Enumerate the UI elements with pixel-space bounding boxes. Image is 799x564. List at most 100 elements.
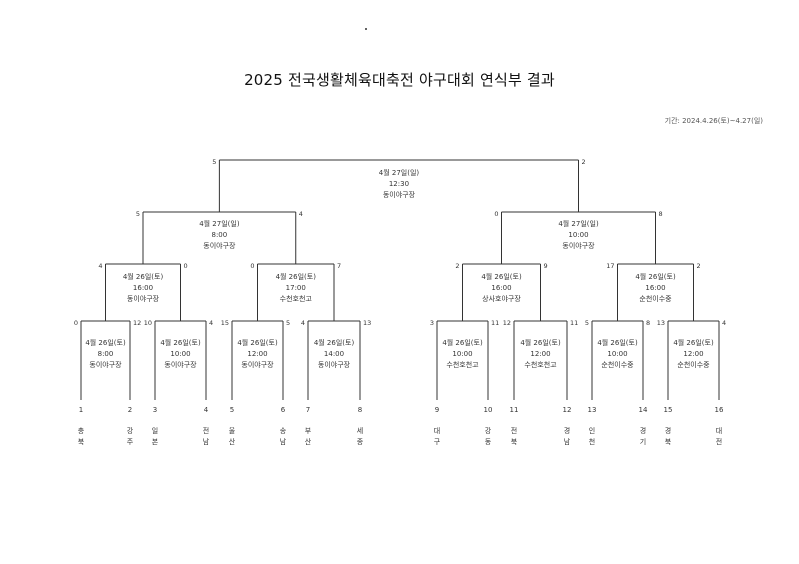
team-seed-8: 8 [358, 406, 362, 414]
match-date-q4: 4월 26일(토) [635, 272, 676, 281]
score-left-m8: 13 [657, 319, 665, 327]
match-date-m5: 4월 26일(토) [442, 338, 483, 347]
match-venue-m7: 순천이수중 [601, 360, 634, 369]
match-venue-m2: 동이야구장 [164, 360, 197, 369]
team-name-bottom-12: 남 [564, 437, 571, 446]
team-name-bottom-15: 북 [665, 438, 672, 446]
team-name-bottom-8: 종 [357, 438, 364, 446]
match-venue-s2: 동이야구장 [562, 241, 595, 250]
score-right-q1: 0 [184, 262, 188, 270]
score-left-m5: 3 [430, 319, 434, 327]
match-date-f: 4월 27일(일) [379, 168, 420, 177]
team-seed-14: 14 [639, 406, 648, 414]
score-right-m6: 11 [570, 319, 578, 327]
team-name-bottom-3: 본 [152, 438, 159, 446]
team-seed-10: 10 [484, 406, 493, 414]
match-date-m6: 4월 26일(토) [520, 338, 561, 347]
team-name-bottom-1: 북 [78, 438, 85, 446]
score-right-m8: 4 [722, 319, 726, 327]
score-left-s2: 0 [494, 210, 498, 218]
match-date-m7: 4월 26일(토) [597, 338, 638, 347]
score-right-m1: 12 [133, 319, 141, 327]
team-name-top-14: 경 [640, 426, 646, 435]
team-seed-6: 6 [281, 406, 286, 414]
score-right-m2: 4 [209, 319, 213, 327]
match-venue-m3: 동이야구장 [241, 360, 274, 369]
team-name-top-16: 대 [716, 427, 722, 435]
team-name-top-10: 강 [485, 426, 492, 435]
match-time-q1: 16:00 [133, 284, 153, 292]
team-name-top-4: 전 [203, 426, 209, 435]
score-left-m7: 5 [585, 319, 589, 327]
team-name-top-5: 울 [229, 427, 236, 435]
team-name-bottom-11: 북 [511, 438, 518, 446]
score-left-f: 5 [212, 158, 216, 166]
match-date-q3: 4월 26일(토) [481, 272, 522, 281]
team-seed-1: 1 [79, 406, 83, 414]
match-venue-q1: 동이야구장 [127, 294, 160, 303]
score-right-s2: 8 [659, 210, 663, 218]
match-time-m5: 10:00 [452, 350, 472, 358]
team-name-top-15: 경 [665, 426, 671, 435]
team-name-bottom-4: 남 [203, 437, 210, 446]
team-name-top-9: 대 [434, 427, 440, 435]
team-name-top-12: 경 [564, 426, 570, 435]
team-seed-16: 16 [715, 406, 724, 414]
scan-speck [365, 28, 367, 30]
score-right-m7: 8 [646, 319, 650, 327]
match-venue-m4: 동이야구장 [318, 360, 351, 369]
match-venue-m8: 순천이수중 [677, 360, 710, 369]
match-date-m3: 4월 26일(토) [237, 338, 278, 347]
team-name-bottom-6: 남 [280, 437, 287, 446]
score-left-s1: 5 [136, 210, 140, 218]
match-time-m1: 8:00 [98, 350, 114, 358]
match-time-f: 12:30 [389, 180, 409, 188]
score-right-f: 2 [582, 158, 586, 166]
team-name-top-2: 강 [127, 426, 134, 435]
team-name-bottom-13: 천 [589, 437, 595, 446]
team-name-top-7: 부 [305, 427, 312, 435]
match-time-m8: 12:00 [683, 350, 703, 358]
team-name-bottom-14: 기 [640, 437, 646, 446]
score-left-m1: 0 [74, 319, 78, 327]
team-name-bottom-16: 전 [716, 437, 722, 446]
team-name-top-1: 충 [78, 426, 85, 435]
match-time-m7: 10:00 [607, 350, 627, 358]
team-seed-5: 5 [230, 406, 234, 414]
match-time-m4: 14:00 [324, 350, 344, 358]
match-date-q2: 4월 26일(토) [276, 272, 317, 281]
team-name-top-13: 인 [589, 426, 595, 435]
tournament-period: 기간: 2024.4.26(토)~4.27(일) [664, 117, 763, 125]
team-name-bottom-7: 산 [305, 437, 312, 446]
score-right-m4: 13 [363, 319, 371, 327]
score-right-q3: 9 [544, 262, 548, 270]
match-time-m2: 10:00 [170, 350, 190, 358]
team-seed-4: 4 [204, 406, 209, 414]
match-venue-m5: 수천호천고 [446, 360, 479, 369]
match-time-q2: 17:00 [286, 284, 306, 292]
match-time-q4: 16:00 [645, 284, 665, 292]
score-right-q2: 7 [337, 262, 341, 270]
match-date-m8: 4월 26일(토) [673, 338, 714, 347]
match-date-m1: 4월 26일(토) [85, 338, 126, 347]
match-venue-s1: 동이야구장 [203, 241, 236, 250]
match-venue-q3: 상사호야구장 [482, 294, 521, 303]
score-right-m3: 5 [286, 319, 290, 327]
match-time-q3: 16:00 [491, 284, 511, 292]
match-venue-m1: 동이야구장 [89, 360, 122, 369]
match-date-s1: 4월 27일(일) [199, 219, 240, 228]
team-name-top-11: 전 [511, 426, 517, 435]
team-name-bottom-5: 산 [229, 437, 236, 446]
match-venue-m6: 수천호천고 [524, 360, 557, 369]
match-date-s2: 4월 27일(일) [558, 219, 599, 228]
score-left-q4: 17 [606, 262, 614, 270]
team-seed-15: 15 [664, 406, 673, 414]
team-name-top-8: 세 [357, 426, 363, 435]
match-date-m4: 4월 26일(토) [314, 338, 355, 347]
page-title: 2025 전국생활체육대축전 야구대회 연식부 결과 [244, 71, 555, 89]
team-name-bottom-9: 구 [434, 438, 441, 446]
team-seed-13: 13 [588, 406, 597, 414]
match-venue-f: 동이야구장 [383, 190, 416, 199]
match-time-m3: 12:00 [247, 350, 267, 358]
